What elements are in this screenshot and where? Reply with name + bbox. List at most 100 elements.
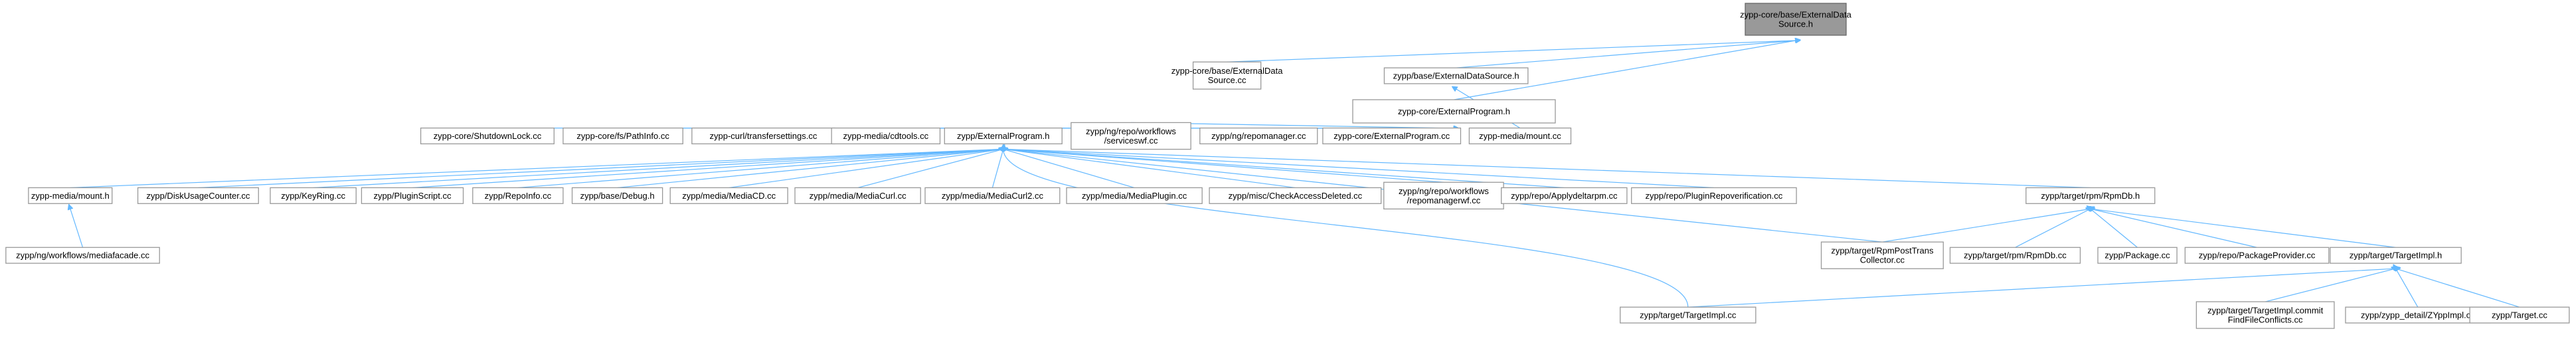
node-media-cd-cc[interactable]: zypp/media/MediaCD.cc bbox=[669, 187, 788, 204]
edge-target_cc-to-target_impl_h bbox=[2395, 269, 2520, 308]
node-box bbox=[924, 187, 1061, 204]
node-cdtools-cc[interactable]: zypp-media/cdtools.cc bbox=[831, 127, 941, 145]
edge-plugin_repoverification_cc-to-zypp_external_program_h bbox=[1003, 149, 1714, 189]
node-label-line: zypp/ExternalProgram.h bbox=[957, 131, 1049, 141]
node-repomanager-cc[interactable]: zypp/ng/repomanager.cc bbox=[1199, 127, 1318, 145]
edge-applydeltarpm_cc-to-zypp_external_program_h bbox=[1003, 149, 1565, 189]
node-label-line: zypp/DiskUsageCounter.cc bbox=[146, 191, 250, 201]
edge-rpmdb_cc-to-rpmdb_h bbox=[2015, 209, 2090, 248]
node-label-line: zypp/repo/Applydeltarpm.cc bbox=[1511, 191, 1618, 201]
node-box bbox=[28, 187, 113, 204]
edge-check_access_deleted_cc-to-zypp_external_program_h bbox=[1003, 149, 1296, 189]
node-zypp-external-program-h[interactable]: zypp/ExternalProgram.h bbox=[944, 127, 1063, 145]
node-media-curl2-cc[interactable]: zypp/media/MediaCurl2.cc bbox=[924, 187, 1061, 204]
node-media-mount-h[interactable]: zypp-media/mount.h bbox=[28, 187, 113, 204]
node-rpmdb-cc[interactable]: zypp/target/rpm/RpmDb.cc bbox=[1949, 247, 2081, 264]
node-label-line: zypp/ng/repo/workflows bbox=[1399, 186, 1489, 196]
node-external-program-h[interactable]: zypp-core/ExternalProgram.h bbox=[1352, 99, 1556, 124]
node-label-line: zypp-core/base/ExternalData bbox=[1740, 10, 1851, 20]
node-media-plugin-cc[interactable]: zypp/media/MediaPlugin.cc bbox=[1066, 187, 1203, 204]
node-debug-h[interactable]: zypp/base/Debug.h bbox=[571, 187, 663, 204]
node-label-line: Collector.cc bbox=[1860, 255, 1905, 265]
node-curl-transfer-settings-cc[interactable]: zypp-curl/transfersettings.cc bbox=[691, 127, 835, 145]
node-label-line: zypp-core/ShutdownLock.cc bbox=[434, 131, 542, 141]
edge-keyring_cc-to-zypp_external_program_h bbox=[313, 149, 1003, 189]
node-label-line: zypp/base/Debug.h bbox=[580, 191, 655, 201]
node-path-info-cc[interactable]: zypp-core/fs/PathInfo.cc bbox=[562, 127, 683, 145]
edges bbox=[70, 41, 2520, 308]
node-label-line: FindFileConflicts.cc bbox=[2228, 314, 2303, 324]
node-external-program-cc[interactable]: zypp-core/ExternalProgram.cc bbox=[1322, 127, 1462, 145]
node-repomanagerwf-cc[interactable]: zypp/ng/repo/workflows/repomanagerwf.cc bbox=[1383, 181, 1504, 210]
node-label-line: zypp-core/fs/PathInfo.cc bbox=[576, 131, 669, 141]
nodes: zypp-core/base/ExternalDataSource.hzypp-… bbox=[5, 3, 2570, 329]
node-mediafacade-cc[interactable]: zypp/ng/workflows/mediafacade.cc bbox=[5, 247, 160, 264]
node-repo-info-cc[interactable]: zypp/RepoInfo.cc bbox=[472, 187, 564, 204]
node-box bbox=[562, 127, 683, 145]
node-label-line: zypp/PluginScript.cc bbox=[373, 191, 452, 201]
edge-disk_usage_counter_cc-to-zypp_external_program_h bbox=[198, 149, 1003, 189]
node-box bbox=[794, 187, 921, 204]
node-check-access-deleted-cc[interactable]: zypp/misc/CheckAccessDeleted.cc bbox=[1209, 187, 1382, 204]
node-box bbox=[1949, 247, 2081, 264]
node-external-data-source-cc[interactable]: zypp-core/base/ExternalDataSource.cc bbox=[1171, 61, 1283, 90]
node-media-mount-cc[interactable]: zypp-media/mount.cc bbox=[1468, 127, 1572, 145]
node-media-curl-cc[interactable]: zypp/media/MediaCurl.cc bbox=[794, 187, 921, 204]
node-package-cc[interactable]: zypp/Package.cc bbox=[2097, 247, 2178, 264]
node-box bbox=[1501, 187, 1628, 204]
node-label-line: zypp/media/MediaPlugin.cc bbox=[1082, 191, 1187, 201]
node-disk-usage-counter-cc[interactable]: zypp/DiskUsageCounter.cc bbox=[137, 187, 259, 204]
node-label-line: zypp/target/TargetImpl.commit bbox=[2207, 305, 2324, 315]
node-keyring-cc[interactable]: zypp/KeyRing.cc bbox=[270, 187, 357, 204]
edge-media_cd_cc-to-zypp_external_program_h bbox=[729, 149, 1003, 189]
node-box bbox=[944, 127, 1063, 145]
node-box bbox=[1071, 122, 1191, 150]
node-box bbox=[1322, 127, 1462, 145]
node-box bbox=[420, 127, 555, 145]
node-zypp-impl-cc[interactable]: zypp/zypp_detail/ZYppImpl.cc bbox=[2345, 306, 2491, 324]
node-box bbox=[2469, 306, 2570, 324]
node-label-line: zypp-media/cdtools.cc bbox=[843, 131, 929, 141]
node-package-provider-cc[interactable]: zypp/repo/PackageProvider.cc bbox=[2184, 247, 2330, 264]
node-label-line: zypp/target/TargetImpl.h bbox=[2350, 251, 2442, 261]
node-label-line: zypp/target/TargetImpl.cc bbox=[1640, 310, 1737, 320]
node-plugin-script-cc[interactable]: zypp/PluginScript.cc bbox=[361, 187, 464, 204]
edge-target_impl_cc-to-target_impl_h bbox=[1687, 269, 2396, 308]
node-service-swf-cc[interactable]: zypp/ng/repo/workflows/serviceswf.cc bbox=[1071, 122, 1191, 150]
node-box bbox=[270, 187, 357, 204]
node-box bbox=[472, 187, 564, 204]
node-box bbox=[831, 127, 941, 145]
node-box bbox=[669, 187, 788, 204]
node-box bbox=[2195, 301, 2335, 329]
node-label-line: zypp-core/base/ExternalData bbox=[1171, 66, 1283, 76]
node-label-line: zypp/ng/workflows/mediafacade.cc bbox=[16, 251, 149, 261]
node-rpmdb-h[interactable]: zypp/target/rpm/RpmDb.h bbox=[2025, 187, 2156, 204]
node-shutdown-lock-cc[interactable]: zypp-core/ShutdownLock.cc bbox=[420, 127, 555, 145]
node-applydeltarpm-cc[interactable]: zypp/repo/Applydeltarpm.cc bbox=[1501, 187, 1628, 204]
edge-target_impl_cc-to-zypp_external_program_h bbox=[1003, 149, 1689, 308]
edge-mediafacade_cc-to-media_mount_h bbox=[70, 209, 84, 248]
node-label-line: zypp/target/RpmPostTrans bbox=[1831, 246, 1934, 256]
node-label-line: Source.cc bbox=[1208, 75, 1246, 85]
edge-plugin_script_cc-to-zypp_external_program_h bbox=[412, 149, 1003, 189]
node-plugin-repoverification-cc[interactable]: zypp/repo/PluginRepoverification.cc bbox=[1631, 187, 1797, 204]
node-zypp-base-external-data-source-h[interactable]: zypp/base/ExternalDataSource.h bbox=[1383, 67, 1529, 84]
node-root[interactable]: zypp-core/base/ExternalDataSource.h bbox=[1740, 3, 1852, 36]
node-target-impl-commit-cc[interactable]: zypp/target/TargetImpl.commitFindFileCon… bbox=[2195, 301, 2335, 329]
node-box bbox=[1352, 99, 1556, 124]
node-box bbox=[1199, 127, 1318, 145]
node-box bbox=[1620, 306, 1757, 324]
node-target-impl-h[interactable]: zypp/target/TargetImpl.h bbox=[2330, 247, 2462, 264]
edge-external_data_source_cc-to-root bbox=[1227, 41, 1796, 62]
node-target-impl-cc[interactable]: zypp/target/TargetImpl.cc bbox=[1620, 306, 1757, 324]
node-label-line: zypp/media/MediaCurl.cc bbox=[810, 191, 906, 201]
edge-package_cc-to-rpmdb_h bbox=[2091, 209, 2138, 248]
edge-media_curl2_cc-to-zypp_external_program_h bbox=[991, 149, 1003, 188]
node-box bbox=[1631, 187, 1797, 204]
node-label-line: zypp/media/MediaCurl2.cc bbox=[942, 191, 1044, 201]
node-label-line: zypp/ng/repo/workflows bbox=[1086, 126, 1176, 136]
node-target-cc[interactable]: zypp/Target.cc bbox=[2469, 306, 2570, 324]
node-box bbox=[137, 187, 259, 204]
